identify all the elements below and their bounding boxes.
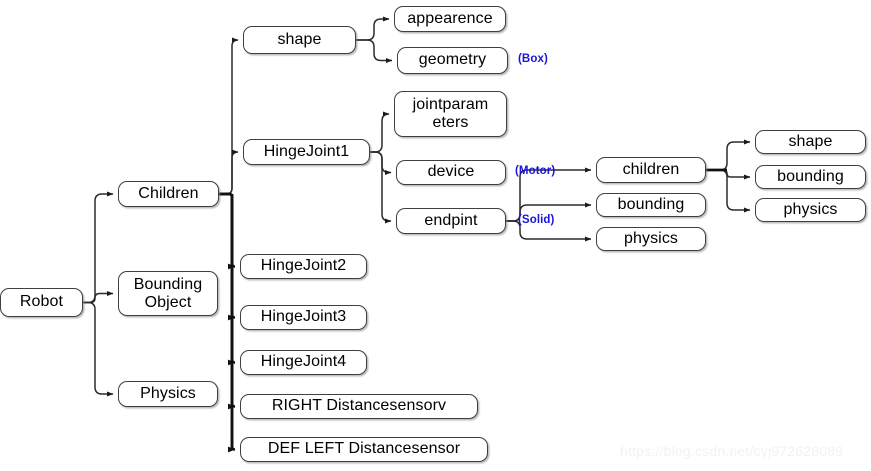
edge-children-to-left_ds (219, 192, 236, 453)
node-appearence[interactable]: appearence (394, 6, 506, 32)
node-endpint[interactable]: endpint (396, 208, 506, 234)
node-bounding_m[interactable]: bounding (596, 193, 706, 217)
edge-label-motor_label: (Motor) (515, 165, 556, 177)
edge-label-box_label: (Box) (518, 53, 548, 65)
edge-children2-to-physics_r (706, 169, 751, 213)
edge-robot-to-children (83, 191, 114, 304)
edge-hinge1-to-device (370, 151, 392, 176)
edge-children2-to-bounding_r (706, 169, 751, 180)
node-physics_l[interactable]: Physics (118, 381, 218, 407)
edge-children-to-right_ds (219, 192, 236, 410)
edge-label-solid_label: (Solid) (518, 214, 555, 226)
watermark: https://blog.csdn.net/cyj972628089 (620, 443, 844, 459)
edge-children-to-hinge3 (219, 192, 236, 321)
edge-children-to-shape1 (219, 37, 239, 195)
node-device[interactable]: device (396, 160, 506, 185)
node-left_ds[interactable]: DEF LEFT Distancesensor (240, 437, 488, 462)
node-hinge3[interactable]: HingeJoint3 (240, 305, 367, 330)
node-hinge4[interactable]: HingeJoint4 (240, 350, 367, 375)
node-children[interactable]: Children (118, 181, 219, 207)
edge-shape1-to-geometry (356, 39, 393, 64)
node-shape1[interactable]: shape (243, 26, 356, 54)
edge-shape1-to-appearence (356, 16, 390, 41)
edge-children2-to-shape2 (706, 139, 751, 171)
node-hinge1[interactable]: HingeJoint1 (243, 139, 370, 165)
edge-hinge1-to-jointparams (370, 111, 390, 153)
edge-children-to-hinge2 (219, 192, 236, 270)
node-physics_m[interactable]: physics (596, 227, 706, 251)
node-geometry[interactable]: geometry (397, 47, 508, 74)
edge-robot-to-bounding_obj (83, 290, 114, 304)
node-physics_r[interactable]: physics (755, 198, 866, 222)
node-hinge2[interactable]: HingeJoint2 (240, 254, 367, 279)
node-robot[interactable]: Robot (0, 288, 83, 317)
node-right_ds[interactable]: RIGHT Distancesensorv (240, 394, 478, 419)
node-bounding_r[interactable]: bounding (755, 165, 866, 189)
edge-children-to-hinge1 (219, 149, 239, 195)
node-jointparams[interactable]: jointparam eters (394, 91, 507, 137)
node-children2[interactable]: children (596, 157, 706, 183)
edge-robot-to-physics_l (83, 301, 114, 397)
node-shape2[interactable]: shape (755, 130, 866, 154)
edge-children-to-hinge4 (219, 192, 236, 366)
edge-hinge1-to-endpint (370, 151, 392, 224)
node-bounding_obj[interactable]: Bounding Object (118, 271, 218, 316)
